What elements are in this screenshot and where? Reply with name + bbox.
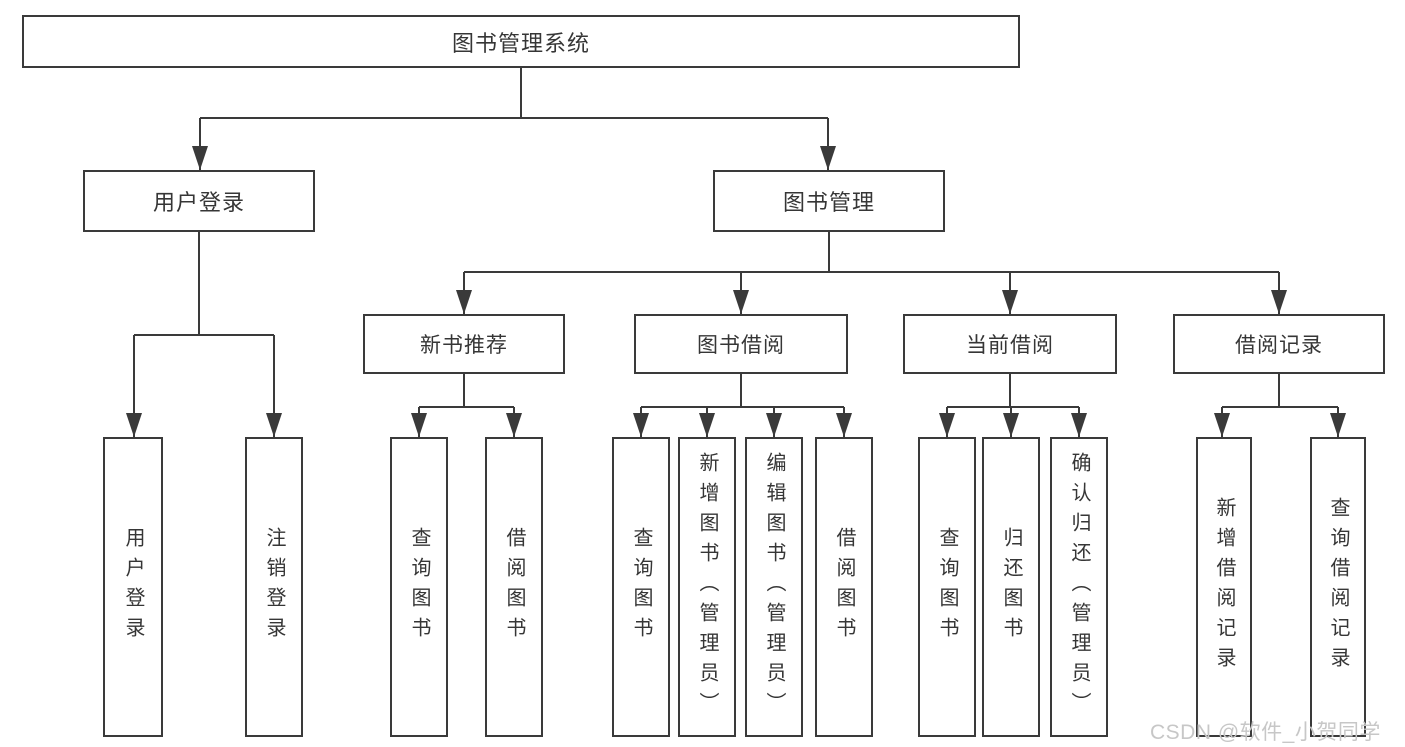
leaf-current-return: 归还图书 (982, 437, 1040, 737)
leaf-logout: 注销登录 (245, 437, 303, 737)
node-book-management-label: 图书管理 (782, 190, 875, 215)
leaf-newbooks-query-label: 查询图书 (408, 527, 430, 647)
connector-borrow-split (641, 374, 844, 408)
connector-records-split (1222, 374, 1338, 408)
node-current-borrow-label: 当前借阅 (966, 334, 1054, 357)
node-current-borrow: 当前借阅 (903, 314, 1117, 374)
leaf-borrow-edit-admin: 编辑图书（管理员） (745, 437, 803, 737)
leaf-newbooks-borrow-label: 借阅图书 (503, 527, 525, 647)
leaf-borrow-query: 查询图书 (612, 437, 670, 737)
leaf-borrow-query-label: 查询图书 (630, 527, 652, 647)
node-book-borrow: 图书借阅 (634, 314, 848, 374)
node-root-label: 图书管理系统 (451, 30, 590, 56)
node-root: 图书管理系统 (22, 15, 1020, 68)
leaf-login: 用户登录 (103, 437, 163, 737)
leaf-borrow-edit-admin-label: 编辑图书（管理员） (763, 452, 785, 722)
node-borrow-records-label: 借阅记录 (1235, 334, 1323, 357)
leaf-borrow-borrow-label: 借阅图书 (833, 527, 855, 647)
connector-root-split (200, 68, 828, 119)
connector-newbooks-split (419, 374, 514, 408)
leaf-records-query-label: 查询借阅记录 (1327, 497, 1349, 677)
node-book-borrow-label: 图书借阅 (697, 334, 785, 357)
connector-login-split (134, 232, 274, 336)
leaf-logout-label: 注销登录 (263, 527, 285, 647)
leaf-current-confirm-admin: 确认归还（管理员） (1050, 437, 1108, 737)
csdn-watermark: CSDN @软件_小贺同学 (1150, 721, 1381, 744)
leaf-newbooks-borrow: 借阅图书 (485, 437, 543, 737)
node-borrow-records: 借阅记录 (1173, 314, 1385, 374)
leaf-login-label: 用户登录 (122, 527, 144, 647)
leaf-newbooks-query: 查询图书 (390, 437, 448, 737)
leaf-current-confirm-admin-label: 确认归还（管理员） (1068, 452, 1090, 722)
leaf-records-add-label: 新增借阅记录 (1213, 497, 1235, 677)
node-user-login-label: 用户登录 (152, 190, 245, 215)
leaf-current-query: 查询图书 (918, 437, 976, 737)
leaf-borrow-add-admin-label: 新增图书（管理员） (696, 452, 718, 722)
node-new-books: 新书推荐 (363, 314, 565, 374)
leaf-current-return-label: 归还图书 (1000, 527, 1022, 647)
leaf-records-query: 查询借阅记录 (1310, 437, 1366, 737)
node-book-management: 图书管理 (713, 170, 945, 232)
connector-current-split (947, 374, 1079, 408)
leaf-records-add: 新增借阅记录 (1196, 437, 1252, 737)
node-new-books-label: 新书推荐 (420, 334, 508, 357)
leaf-current-query-label: 查询图书 (936, 527, 958, 647)
node-user-login: 用户登录 (83, 170, 315, 232)
connector-mgmt-split (464, 232, 1279, 273)
leaf-borrow-add-admin: 新增图书（管理员） (678, 437, 736, 737)
leaf-borrow-borrow: 借阅图书 (815, 437, 873, 737)
